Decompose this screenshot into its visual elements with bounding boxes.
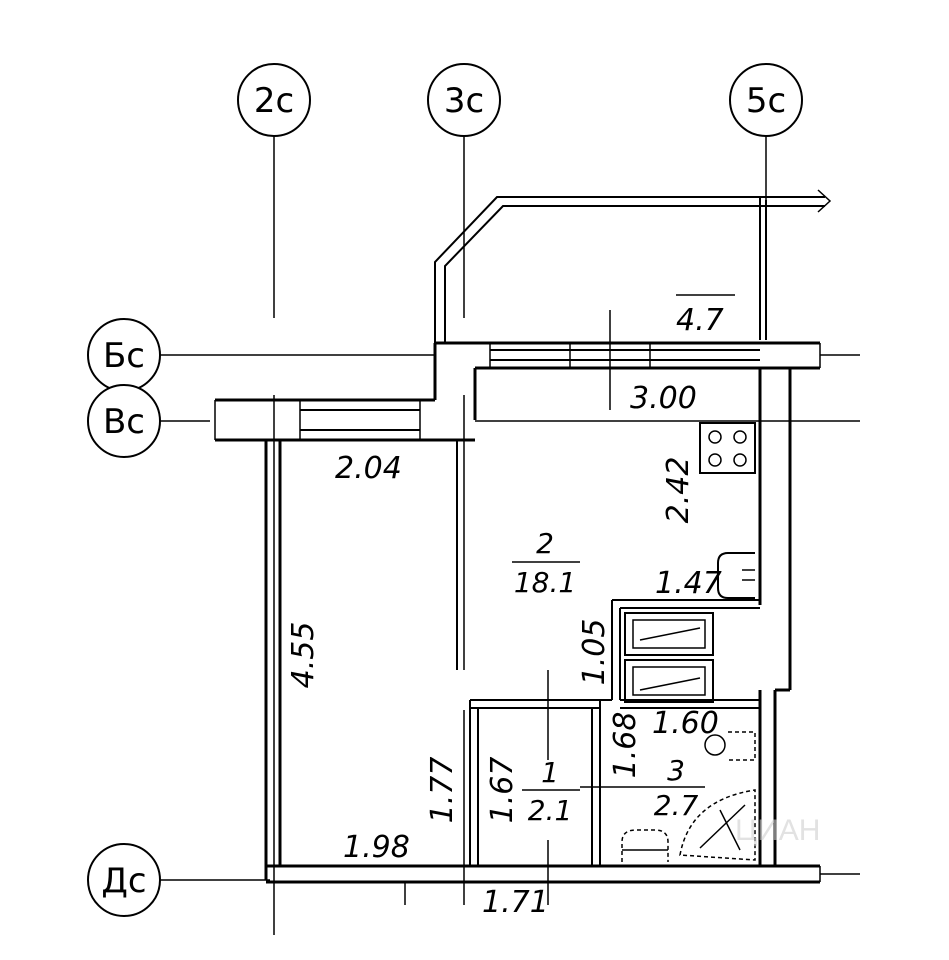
dim-bath-wall: 1.68 [608, 712, 643, 779]
axis-dc: Дс [87, 843, 161, 917]
room-2-number: 2 [536, 527, 554, 560]
dim-bedroom-width: 2.04 [335, 451, 402, 486]
axis-5c-label: 5с [746, 81, 786, 121]
balcony [434, 189, 832, 410]
dim-bedroom-length: 4.55 [286, 622, 321, 689]
interior-walls [456, 440, 760, 905]
watermark: ЦИАН [735, 814, 820, 847]
room-2-area: 18.1 [514, 566, 576, 599]
kitchen-sink [717, 552, 755, 599]
stove [699, 422, 756, 474]
axis-5c: 5с [729, 63, 803, 137]
wardrobe-units [624, 612, 714, 703]
room-2-label: 2 18.1 [512, 527, 580, 599]
axis-vc: Вс [87, 384, 161, 458]
shower [679, 789, 756, 861]
axis-vc-label: Вс [103, 402, 145, 442]
axis-3c-label: 3с [444, 81, 484, 121]
dim-counter: 1.47 [655, 566, 722, 601]
toilet [621, 829, 669, 862]
dim-wardrobe: 1.05 [577, 619, 612, 686]
dim-top-width: 3.00 [630, 381, 697, 416]
dimension-labels: 4.7 3.00 2.04 2.42 1.47 4.55 1.05 1.77 1… [286, 303, 724, 920]
axis-dc-label: Дс [101, 861, 146, 901]
room-3-area: 2.7 [654, 789, 699, 822]
axis-3c: 3с [427, 63, 501, 137]
dim-bottom-width: 1.98 [343, 830, 410, 865]
axis-2c: 2с [237, 63, 311, 137]
dim-balcony-width: 4.7 [676, 303, 724, 338]
axis-2c-label: 2с [254, 81, 294, 121]
dim-hall-wall: 1.77 [425, 757, 460, 824]
dim-bottom-partial: 1.71 [482, 885, 549, 920]
dim-wc-height: 1.67 [485, 757, 520, 824]
axis-lines [160, 136, 767, 935]
dim-kitchen-wall: 2.42 [661, 457, 696, 524]
room-1-label: 1 2.1 [522, 756, 580, 827]
washbasin [704, 731, 756, 761]
room-3-number: 3 [667, 754, 685, 787]
axis-bc-label: Бс [103, 336, 145, 376]
room-1-area: 2.1 [528, 794, 573, 827]
axis-bc: Бс [87, 318, 161, 392]
room-3-label: 3 2.7 [580, 754, 705, 822]
room-1-number: 1 [541, 756, 559, 789]
dim-bath-width: 1.60 [652, 706, 719, 741]
exterior-walls [214, 341, 860, 905]
